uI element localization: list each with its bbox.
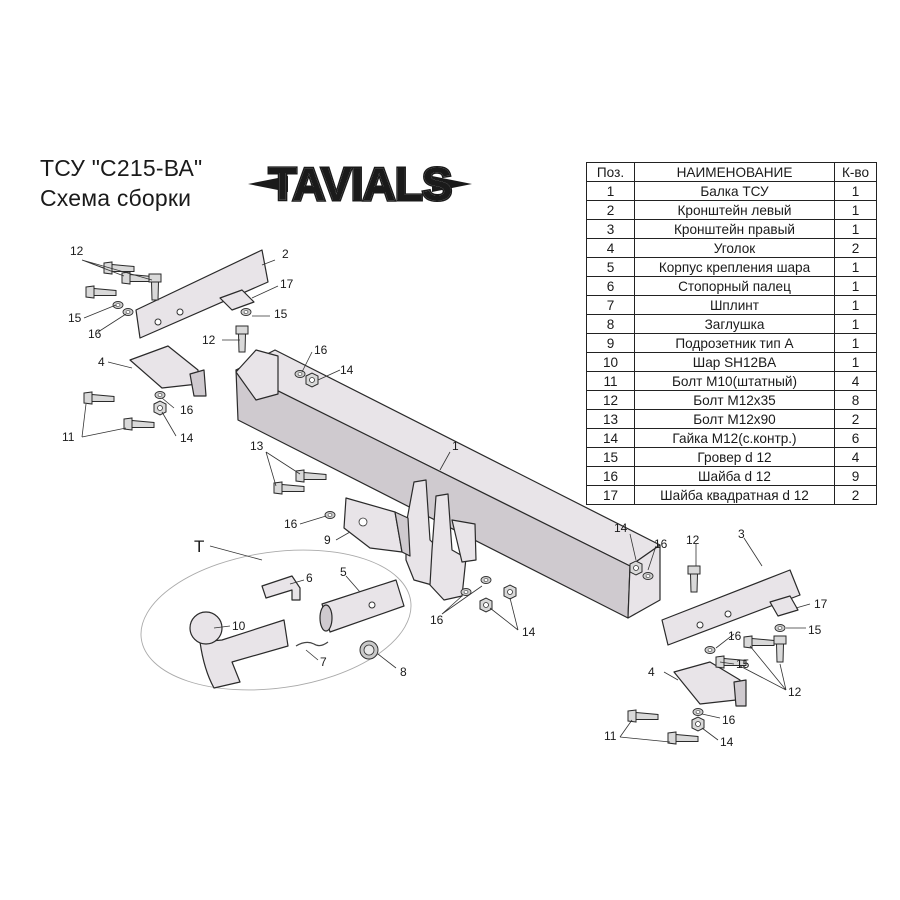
ball-neck xyxy=(199,619,289,689)
callout-1: 1 xyxy=(452,439,459,453)
callout-3: 3 xyxy=(738,527,745,541)
callout-16: 16 xyxy=(88,327,102,341)
callout-12: 12 xyxy=(788,685,802,699)
callout-16: 16 xyxy=(284,517,298,531)
cell-pos: 17 xyxy=(586,485,635,505)
callout-14: 14 xyxy=(614,521,628,535)
callout-8: 8 xyxy=(400,665,407,679)
callout-5: 5 xyxy=(340,565,347,579)
header-qty: К-во xyxy=(834,162,877,182)
callout-4: 4 xyxy=(648,665,655,679)
cell-name: Болт М10(штатный) xyxy=(634,371,835,391)
title-block: ТСУ "С215-ВА" Схема сборки xyxy=(40,153,202,213)
cell-name: Кронштейн правый xyxy=(634,219,835,239)
right-bracket xyxy=(661,569,801,646)
callout-17: 17 xyxy=(814,597,828,611)
leader-lines xyxy=(81,259,811,743)
callout-12: 12 xyxy=(686,533,700,547)
callout-14: 14 xyxy=(522,625,536,639)
callout-labels: 2 12 17 15 15 16 12 4 16 14 16 11 14 1 1… xyxy=(62,244,828,749)
callout-15: 15 xyxy=(68,311,82,325)
callout-16: 16 xyxy=(180,403,194,417)
callout-4: 4 xyxy=(98,355,105,369)
tow-ball xyxy=(189,611,223,645)
cell-name: Балка ТСУ xyxy=(634,181,835,201)
callout-14: 14 xyxy=(180,431,194,445)
table-header-row: Поз. НАИМЕНОВАНИЕ К-во xyxy=(586,162,877,182)
main-beam xyxy=(235,349,661,619)
callout-6: 6 xyxy=(306,571,313,585)
cell-name: Шайба квадратная d 12 xyxy=(634,485,835,505)
callout-14: 14 xyxy=(720,735,734,749)
angle-right xyxy=(673,661,747,707)
callout-9: 9 xyxy=(324,533,331,547)
callout-16: 16 xyxy=(654,537,668,551)
product-title: ТСУ "С215-ВА" xyxy=(40,155,203,181)
callout-16: 16 xyxy=(728,629,742,643)
header-name: НАИМЕНОВАНИЕ xyxy=(634,162,835,182)
angle-left xyxy=(129,345,207,397)
cell-name: Гайка М12(с.контр.) xyxy=(634,428,835,448)
callout-7: 7 xyxy=(320,655,327,669)
socket-bracket xyxy=(343,497,411,557)
tavials-logo: TAVIALS TAVIALS xyxy=(248,157,472,212)
assembly-subtitle: Схема сборки xyxy=(40,185,192,211)
cell-name: Гровер d 12 xyxy=(634,447,835,467)
cotter-pin xyxy=(295,641,329,647)
logo-wordmark: TAVIALS xyxy=(269,158,452,210)
callout-10: 10 xyxy=(232,619,246,633)
cell-qty: 2 xyxy=(834,485,877,505)
callout-11: 11 xyxy=(62,430,75,444)
callout-12: 12 xyxy=(202,333,216,347)
callout-16: 16 xyxy=(430,613,444,627)
callout-14: 14 xyxy=(340,363,354,377)
callout-T: T xyxy=(194,537,204,556)
callout-11: 11 xyxy=(604,729,617,743)
left-bracket xyxy=(135,249,269,339)
cell-qty: 1 xyxy=(834,295,877,315)
center-bracket xyxy=(405,479,477,601)
ball-housing xyxy=(321,579,405,633)
cell-pos: 13 xyxy=(586,409,635,429)
ball-mount-group xyxy=(140,549,412,691)
callout-12: 12 xyxy=(70,244,84,258)
callout-15: 15 xyxy=(736,657,750,671)
callout-15: 15 xyxy=(274,307,288,321)
callout-2: 2 xyxy=(282,247,289,261)
callout-16: 16 xyxy=(722,713,736,727)
cell-pos: 12 xyxy=(586,390,635,410)
callout-13: 13 xyxy=(250,439,264,453)
logo-wordmark-fill: TAVIALS xyxy=(269,158,452,210)
callout-17: 17 xyxy=(280,277,294,291)
lock-pin xyxy=(261,575,301,601)
callout-16: 16 xyxy=(314,343,328,357)
cell-name: Корпус крепления шара xyxy=(634,257,835,277)
callout-15: 15 xyxy=(808,623,822,637)
